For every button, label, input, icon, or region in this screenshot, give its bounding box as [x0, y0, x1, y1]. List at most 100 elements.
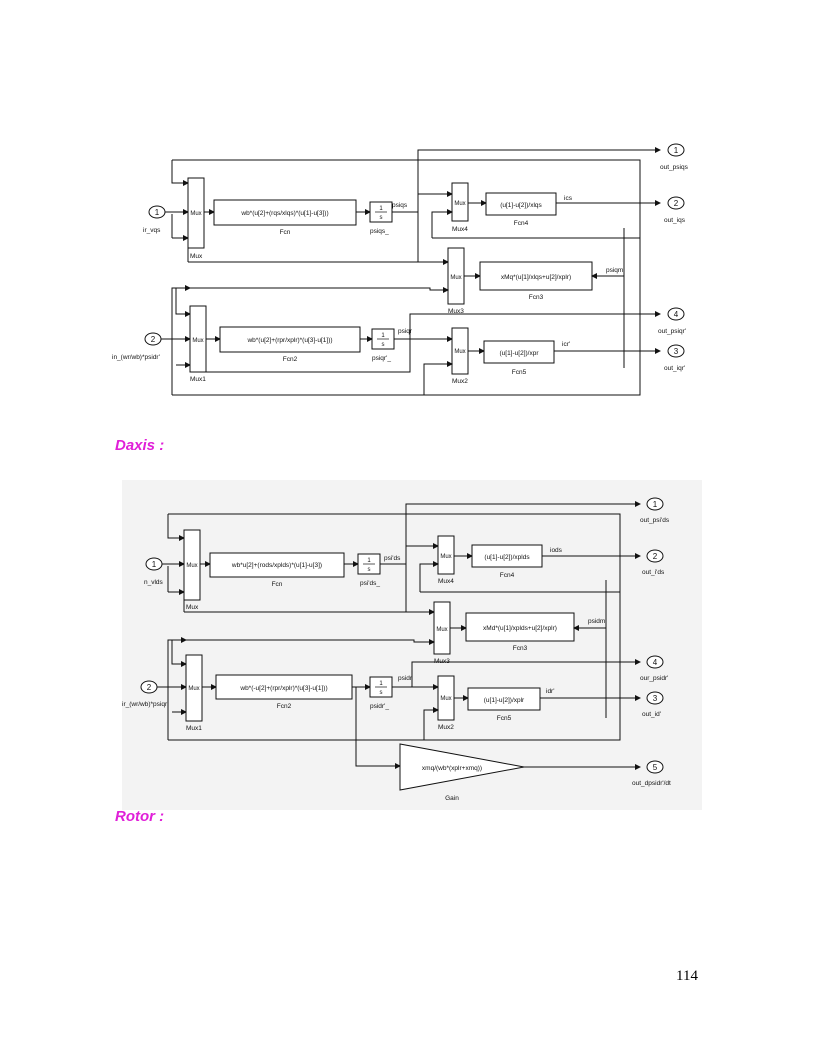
fcn-label: Fcn4	[500, 572, 515, 579]
signal-label: idr'	[546, 688, 554, 695]
wire	[405, 543, 439, 564]
wire	[171, 160, 189, 186]
fcn-expression: xMq*(u[1]/xlqs+u[2]/xplr)	[501, 274, 571, 281]
inport-number: 1	[155, 208, 160, 217]
integrator-denominator: s	[382, 342, 385, 348]
mux-label: Mux	[186, 604, 199, 611]
integrator-denominator: s	[368, 567, 371, 573]
gain-block: xmq/(wb*(xplr+xmq)) Gain	[399, 743, 525, 802]
inport-number: 1	[152, 560, 157, 569]
outport-label: our_psidr'	[640, 675, 668, 682]
outport-3: 3 out_iqr'	[664, 344, 685, 372]
integrator-numerator: 1	[379, 206, 383, 212]
fcn3-block: xMq*(u[1]/xlqs+u[2]/xplr) Fcn3	[479, 261, 593, 301]
wire	[423, 707, 439, 740]
integrator-label: psidr'_	[370, 703, 389, 710]
inport-2: 2 in_(wr/wb)*psidr'	[112, 332, 162, 361]
wire	[167, 514, 185, 541]
outport-number: 2	[674, 199, 679, 208]
outport-label: out_psiqr'	[658, 328, 686, 335]
wire	[355, 687, 401, 769]
fcn-expression: xMd*(u[1]/xplds+u[2]/xplr)	[483, 625, 557, 632]
signal-label: iods	[550, 547, 563, 554]
signal-label: psidm	[588, 618, 605, 625]
integrator-numerator: 1	[367, 558, 371, 564]
fcn-label: Fcn3	[529, 294, 544, 301]
integrator-label: psiqr'_	[372, 355, 391, 362]
fcn-label: Fcn	[280, 229, 291, 236]
wire	[190, 339, 411, 373]
fcn-block: wb*u[2]+(rods/xplds)*(u[1]-u[3]) Fcn	[209, 552, 345, 588]
wire	[409, 311, 661, 339]
outport-number: 2	[653, 552, 658, 561]
mux-text: Mux	[440, 696, 451, 702]
outport-1: 1 out_psi'ds	[640, 497, 670, 524]
outport-label: out_i'ds	[642, 569, 665, 576]
outport-label: out_iqs	[664, 217, 686, 224]
section-heading-rotor: Rotor :	[115, 808, 165, 825]
outport-number: 3	[653, 694, 658, 703]
signal-label: icr'	[562, 341, 570, 348]
fcn-expression: (u[1]-u[2])/xplr	[484, 697, 525, 704]
integrator-block: 1 s psiqr'_	[371, 328, 395, 362]
inport-label: ir_(wr/wb)*psiqr'	[122, 701, 168, 708]
outport-number: 4	[653, 658, 658, 667]
fcn-expression: wb*u[2]+(rods/xplds)*(u[1]-u[3])	[231, 562, 322, 569]
mux-label: Mux2	[438, 724, 454, 731]
signal-label: psidr	[398, 675, 413, 682]
diagram-qaxis: 1 ir_vqs Mux Mux wb*(u[2]+(rqs/xlqs)*(u[…	[112, 143, 689, 396]
signal-label: psiqm	[606, 267, 623, 274]
mux-label: Mux1	[186, 725, 202, 732]
fcn-label: Fcn3	[513, 645, 528, 652]
mux-text: Mux	[450, 275, 461, 281]
wire	[171, 285, 191, 395]
gain-expression: xmq/(wb*(xplr+xmq))	[422, 765, 482, 772]
outport-label: out_id'	[642, 711, 661, 718]
mux-text: Mux	[188, 686, 199, 692]
wire	[176, 287, 449, 293]
mux-text: Mux	[186, 563, 197, 569]
inport-1: 1 ir_vqs	[143, 205, 166, 234]
fcn-label: Fcn2	[277, 703, 292, 710]
outport-label: out_psi'ds	[640, 517, 670, 524]
mux-label: Mux2	[452, 378, 468, 385]
wire	[171, 640, 187, 667]
wire	[172, 639, 435, 645]
outport-number: 4	[674, 310, 679, 319]
fcn-expression: (u[1]-u[2])/xplds	[484, 554, 530, 561]
mux-text: Mux	[190, 211, 201, 217]
outport-3: 3 out_id'	[642, 691, 664, 718]
mux-label: Mux1	[190, 376, 206, 383]
inport-label: ir_vqs	[143, 227, 161, 234]
mux-block: Mux Mux	[183, 529, 201, 611]
wire	[423, 361, 453, 395]
fcn-expression: (u[1]-u[2])/xpr	[499, 350, 539, 357]
fcn2-block: wb*(-u[2]+(rpr/xplr)*(u[3]-u[1])) Fcn2	[215, 674, 353, 710]
integrator-block: 1 s psidr'_	[369, 676, 393, 710]
outport-label: out_psiqs	[660, 164, 689, 171]
fcn-label: Fcn4	[514, 220, 529, 227]
fcn-expression: (u[1]-u[2])/xlqs	[500, 202, 542, 209]
mux4-block: Mux Mux4	[451, 182, 469, 233]
mux-block: Mux Mux	[187, 177, 205, 260]
mux2-block: Mux Mux2	[451, 327, 469, 385]
fcn-expression: wb*(u[2]+(rpr/xplr)*(u[3]-u[1]))	[246, 337, 332, 344]
mux-label: Mux	[190, 253, 203, 260]
integrator-label: psi'ds_	[360, 580, 380, 587]
diagram-daxis: 1 n_vlds Mux Mux wb*u[2]+(rods/xplds)*(u…	[122, 480, 702, 810]
inport-label: n_vlds	[144, 579, 164, 586]
frame-line	[168, 513, 621, 741]
outport-5: 5 out_dpsidr'/dt	[632, 760, 671, 787]
fcn5-block: (u[1]-u[2])/xpr Fcn5	[483, 340, 555, 376]
outport-number: 5	[653, 763, 658, 772]
wire	[175, 288, 191, 317]
inport-number: 2	[147, 683, 152, 692]
inport-number: 2	[151, 335, 156, 344]
fcn-expression: wb*(-u[2]+(rpr/xplr)*(u[3]-u[1]))	[239, 685, 327, 692]
wire	[417, 147, 661, 212]
outport-4: 4 our_psidr'	[640, 655, 668, 682]
outport-2: 2 out_i'ds	[642, 549, 665, 576]
mux3-block: Mux Mux3	[447, 247, 465, 315]
mux2-block: Mux Mux2	[437, 675, 455, 731]
